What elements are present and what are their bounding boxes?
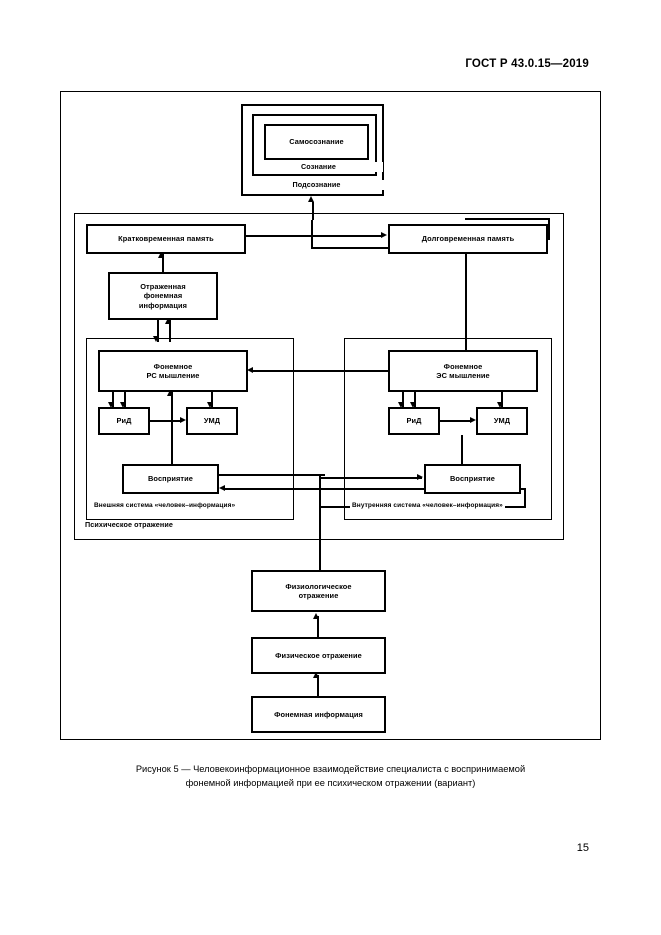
consciousness-label: Сознание bbox=[254, 162, 383, 172]
umd-left-label: УМД bbox=[203, 416, 221, 426]
connector-rid-umd-right bbox=[440, 420, 472, 422]
arrow-up-physical bbox=[313, 672, 319, 678]
arrow-right-ltm bbox=[381, 232, 387, 238]
arrow-up-subconsciousness bbox=[308, 196, 314, 202]
arrow-up-reflected bbox=[165, 318, 171, 324]
arrow-right-perception-right bbox=[417, 474, 423, 480]
umd-left-box: УМД bbox=[186, 407, 238, 435]
connector-thinking-up bbox=[169, 320, 171, 342]
psychic-reflection-label: Психическое отражение bbox=[83, 520, 175, 530]
figure-caption-line1: Рисунок 5 — Человекоинформационное взаим… bbox=[135, 764, 526, 774]
physical-reflection-label: Физическое отражение bbox=[275, 650, 362, 660]
connector-riser-subconsciousness bbox=[311, 220, 313, 249]
phonemic-rs-thinking-box: Фонемное РС мышление bbox=[98, 350, 248, 392]
physiological-reflection-line1: Физиологическое bbox=[285, 581, 352, 591]
figure-frame: Самосознание Сознание Подсознание Психич… bbox=[60, 91, 601, 740]
connector-phonemic-to-physical bbox=[317, 675, 319, 697]
perception-right-box: Восприятие bbox=[424, 464, 521, 494]
short-term-memory-label: Кратковременная память bbox=[118, 234, 214, 244]
external-system-label: Внешняя система «человек–информация» bbox=[92, 501, 238, 511]
external-system-frame: Внешняя система «человек–информация» bbox=[86, 338, 294, 520]
psychic-reflection-frame: Психическое отражение bbox=[74, 213, 564, 540]
figure-caption: Рисунок 5 — Человекоинформационное взаим… bbox=[60, 762, 601, 790]
subconsciousness-label: Подсознание bbox=[243, 180, 390, 190]
arrow-down-rid-right-b bbox=[410, 402, 416, 408]
reflected-information-box: Отраженная фонемная информация bbox=[108, 272, 218, 320]
connector-perception-left-out bbox=[219, 474, 325, 476]
connector-rs-umd bbox=[211, 392, 213, 409]
perception-left-box: Восприятие bbox=[122, 464, 219, 494]
rail-right-down bbox=[524, 488, 526, 508]
phonemic-es-thinking-box: Фонемное ЭС мышление bbox=[388, 350, 538, 392]
reflected-information-line1: Отраженная bbox=[140, 281, 186, 291]
connector-rs-rid-b bbox=[124, 392, 126, 409]
arrow-left-rs-thinking bbox=[247, 367, 253, 373]
connector-perception-left-up bbox=[171, 392, 173, 466]
subconsciousness-box: Самосознание Сознание Подсознание bbox=[241, 104, 390, 196]
connector-rs-rid-a bbox=[112, 392, 114, 409]
reflected-information-line3: информация bbox=[138, 300, 188, 310]
phonemic-es-thinking-line2: ЭС мышление bbox=[436, 371, 490, 380]
reflected-information-line2: фонемная bbox=[143, 291, 183, 301]
rid-right-label: РиД bbox=[406, 416, 422, 426]
figure-caption-line2: фонемной информацией при ее психическом … bbox=[185, 778, 476, 788]
connector-stm-ltm bbox=[246, 235, 382, 237]
connector-perception-left-return bbox=[225, 488, 525, 490]
connector-rid-umd-left bbox=[150, 420, 182, 422]
arrow-down-rid-left bbox=[108, 402, 114, 408]
long-term-memory-box: Долговременная память bbox=[388, 224, 548, 254]
connector-reflected-down bbox=[157, 320, 159, 342]
umd-right-label: УМД bbox=[493, 416, 511, 426]
physiological-reflection-box: Физиологическое отражение bbox=[251, 570, 386, 612]
internal-system-label: Внутренняя система «человек–информация» bbox=[350, 501, 505, 511]
perception-right-label: Восприятие bbox=[450, 474, 495, 484]
short-term-memory-box: Кратковременная память bbox=[86, 224, 246, 254]
physiological-reflection-line2: отражение bbox=[298, 591, 339, 600]
connector-physical-to-physiological bbox=[317, 616, 319, 638]
rail-right-vertical bbox=[548, 218, 550, 240]
arrow-up-thinking-left bbox=[167, 390, 173, 396]
standard-header: ГОСТ Р 43.0.15—2019 bbox=[465, 58, 589, 70]
perception-left-label: Восприятие bbox=[148, 474, 193, 484]
arrow-down-rid-right bbox=[398, 402, 404, 408]
physical-reflection-box: Физическое отражение bbox=[251, 637, 386, 674]
arrow-right-umd-right bbox=[470, 417, 476, 423]
long-term-memory-label: Долговременная память bbox=[421, 234, 515, 244]
self-awareness-label: Самосознание bbox=[289, 137, 344, 147]
arrow-down-umd-right bbox=[497, 402, 503, 408]
arrow-left-perception-left bbox=[219, 485, 225, 491]
arrow-down-umd-left bbox=[207, 402, 213, 408]
arrow-up-physiological bbox=[313, 613, 319, 619]
phonemic-information-label: Фонемная информация bbox=[274, 709, 363, 719]
arrow-up-stm bbox=[158, 252, 164, 258]
page-number: 15 bbox=[576, 842, 589, 854]
connector-es-rid-a bbox=[402, 392, 404, 409]
rid-left-label: РиД bbox=[116, 416, 132, 426]
phonemic-rs-thinking-line1: Фонемное bbox=[153, 361, 193, 371]
internal-system-frame: Внутренняя система «человек–информация» bbox=[344, 338, 552, 520]
connector-es-rid-b bbox=[414, 392, 416, 409]
rail-ltm-top bbox=[465, 218, 550, 220]
consciousness-box: Самосознание Сознание bbox=[252, 114, 383, 176]
connector-ltm-return bbox=[311, 247, 389, 249]
connector-drop-to-chain bbox=[319, 474, 321, 572]
rid-left-box: РиД bbox=[98, 407, 150, 435]
phonemic-es-thinking-line1: Фонемное bbox=[443, 361, 483, 371]
connector-to-subconsciousness bbox=[312, 202, 314, 220]
connector-feed-perception-right bbox=[319, 477, 422, 479]
umd-right-box: УМД bbox=[476, 407, 528, 435]
rid-right-box: РиД bbox=[388, 407, 440, 435]
connector-ltm-down bbox=[465, 254, 467, 350]
phonemic-information-box: Фонемная информация bbox=[251, 696, 386, 733]
self-awareness-box: Самосознание bbox=[264, 124, 369, 160]
phonemic-rs-thinking-line2: РС мышление bbox=[146, 371, 200, 380]
arrow-right-umd-left bbox=[180, 417, 186, 423]
connector-es-to-rs bbox=[251, 370, 389, 372]
connector-ltm-return-riser bbox=[311, 235, 313, 249]
connector-reflected-stm bbox=[162, 254, 164, 274]
arrow-down-thinking bbox=[153, 336, 159, 342]
connector-perception-right-up bbox=[461, 435, 463, 466]
arrow-down-rid-left-b bbox=[120, 402, 126, 408]
connector-es-umd bbox=[501, 392, 503, 409]
